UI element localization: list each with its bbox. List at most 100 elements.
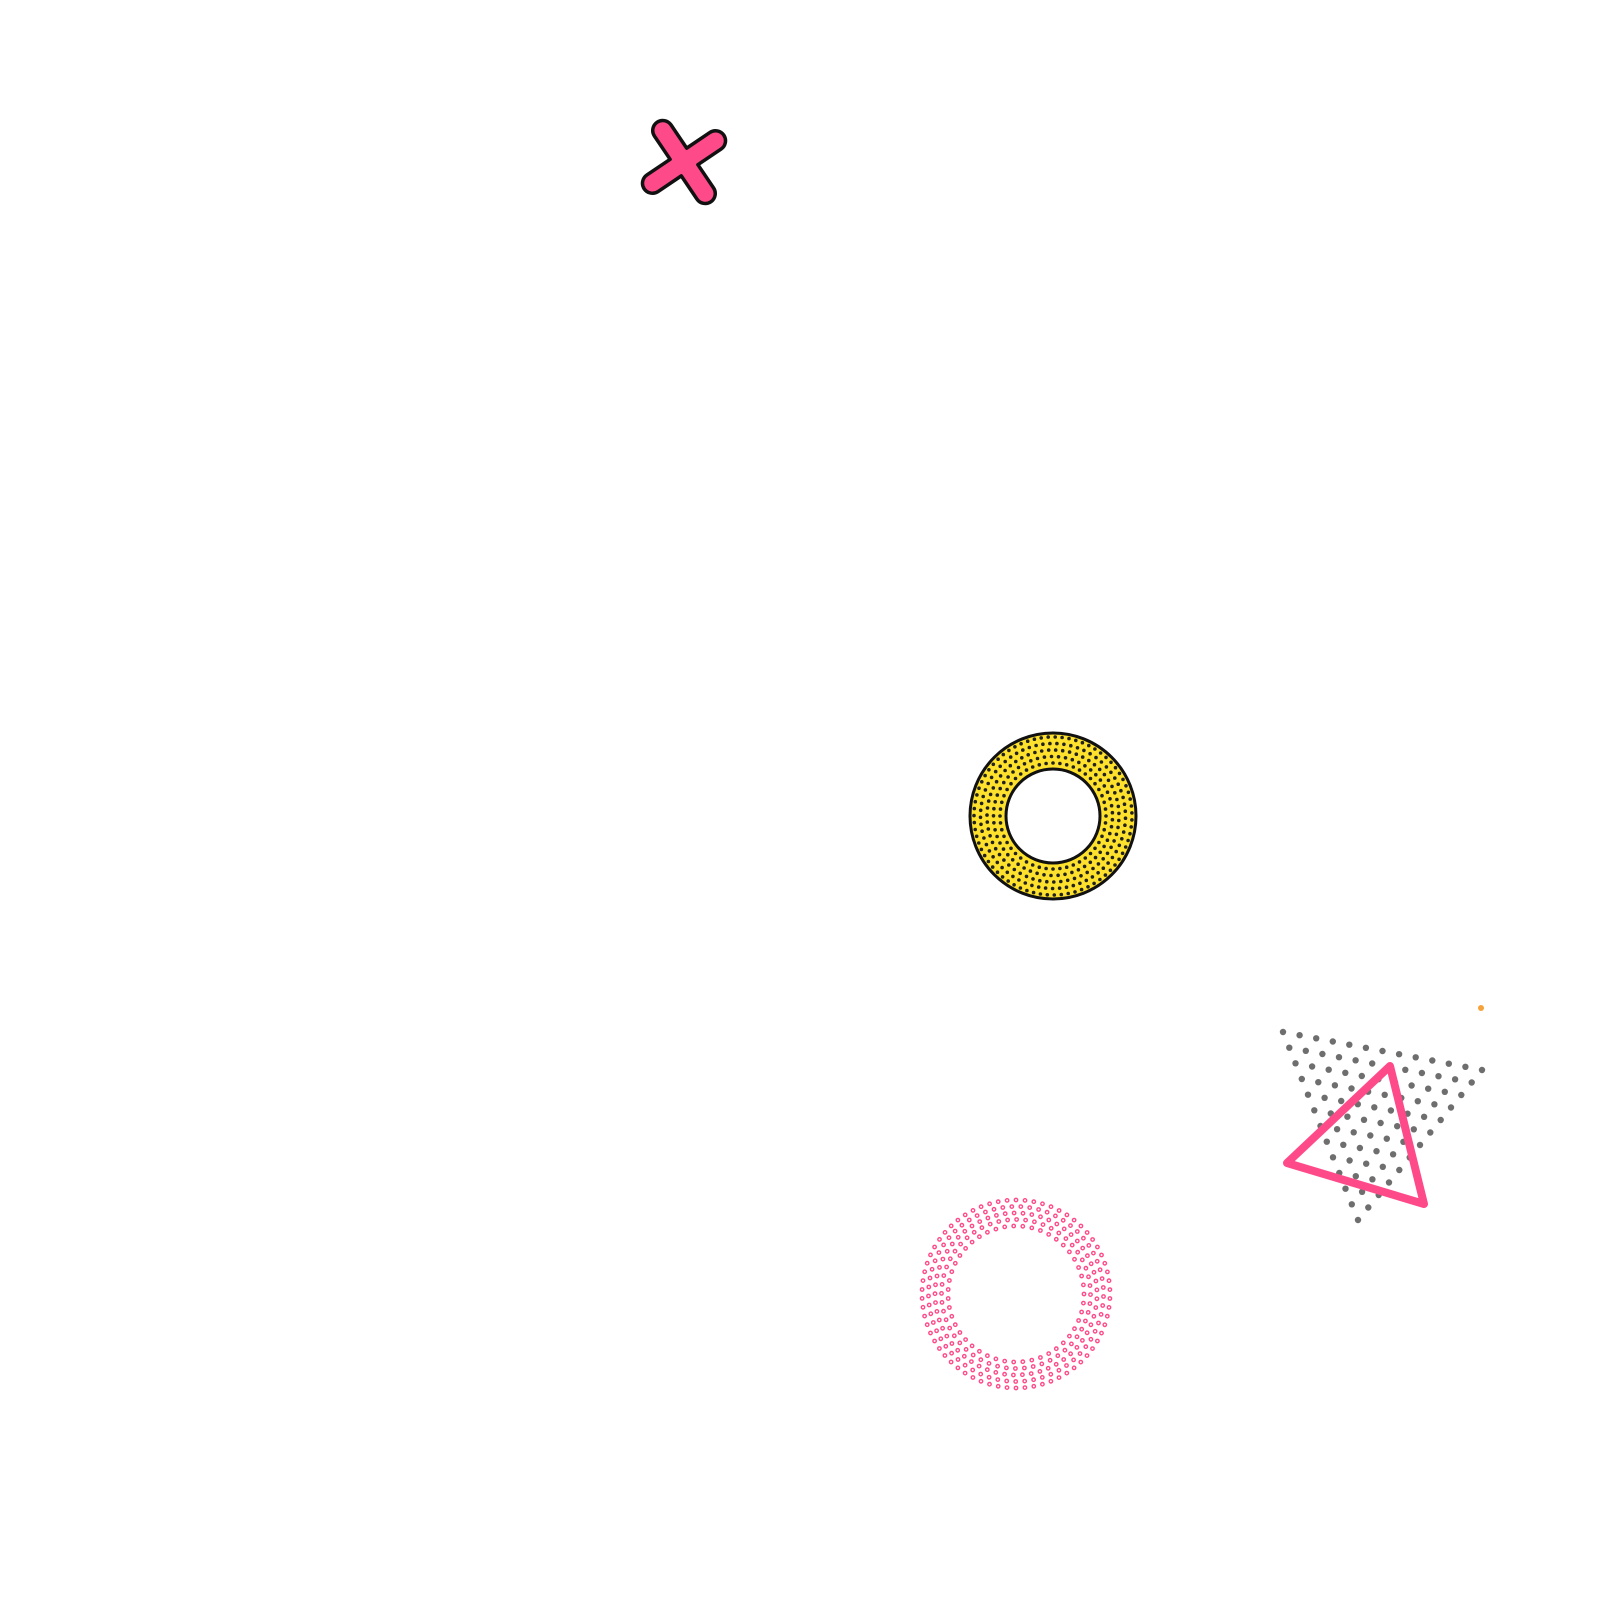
dot	[979, 847, 984, 852]
dot	[1083, 764, 1087, 768]
dot	[1083, 1318, 1088, 1324]
dot	[1064, 763, 1069, 767]
dot	[924, 1322, 930, 1328]
dot	[1084, 878, 1089, 883]
dot	[1106, 861, 1110, 865]
dot	[1085, 1310, 1091, 1315]
dot	[969, 1359, 974, 1365]
dot	[932, 1258, 938, 1264]
dot	[1040, 1201, 1045, 1207]
dot	[1418, 1069, 1426, 1077]
dot	[1047, 1357, 1053, 1363]
dot	[1344, 1113, 1351, 1120]
dot	[1078, 1223, 1084, 1229]
dot	[947, 1325, 953, 1331]
dot	[955, 1234, 961, 1240]
dot	[1074, 738, 1078, 743]
dot	[1063, 1236, 1069, 1242]
dot	[1292, 1060, 1299, 1067]
dot	[1105, 790, 1110, 794]
dot	[1086, 1274, 1091, 1280]
dot	[1059, 879, 1063, 884]
dot	[1004, 1385, 1010, 1391]
dot	[1110, 817, 1115, 822]
dot	[1037, 763, 1042, 767]
dot	[1054, 1221, 1060, 1227]
dot	[1018, 856, 1023, 860]
dot	[1073, 890, 1077, 894]
dot	[933, 1300, 938, 1306]
dot	[1087, 1301, 1093, 1307]
dot	[1030, 765, 1035, 769]
dot	[1109, 845, 1113, 850]
dot	[1020, 1210, 1026, 1216]
dot	[1079, 1257, 1085, 1263]
dot	[1020, 1372, 1025, 1378]
dot	[1083, 1344, 1089, 1350]
dot	[1048, 741, 1052, 746]
dot	[1102, 772, 1107, 777]
dot	[978, 808, 983, 813]
dot	[1348, 1201, 1356, 1208]
dot	[1078, 881, 1082, 886]
dot	[1331, 1082, 1339, 1089]
dot	[1060, 735, 1064, 740]
dot	[951, 1333, 957, 1339]
dot	[924, 1260, 930, 1266]
dot	[1429, 1057, 1436, 1064]
dot	[1035, 871, 1039, 876]
dot	[1074, 1345, 1080, 1350]
dot	[1095, 1338, 1100, 1344]
dot	[1084, 1330, 1090, 1336]
dot	[1056, 873, 1060, 878]
dot	[1105, 1269, 1110, 1275]
dot	[1091, 1313, 1097, 1319]
dot	[1071, 863, 1076, 867]
dot	[1083, 1265, 1089, 1271]
dot	[991, 762, 996, 767]
dot	[1093, 1305, 1099, 1311]
dot	[1028, 1371, 1034, 1377]
dot	[1369, 1176, 1376, 1183]
dot	[1005, 870, 1010, 875]
ring-dots	[972, 735, 1134, 897]
dot	[983, 788, 988, 792]
dot	[1088, 1261, 1094, 1267]
dot	[961, 1353, 967, 1359]
dot	[1050, 886, 1055, 891]
dot	[1009, 781, 1013, 786]
dot	[1437, 1116, 1444, 1124]
dot	[1093, 781, 1097, 786]
dot	[1100, 834, 1104, 839]
dot	[1114, 849, 1118, 854]
dot	[1346, 1041, 1353, 1048]
dot	[982, 836, 986, 840]
dot	[1096, 871, 1100, 875]
dot	[1056, 1367, 1062, 1373]
dot	[1011, 1359, 1017, 1365]
dot	[969, 1239, 975, 1245]
dot	[1367, 1132, 1374, 1139]
dot	[945, 1296, 951, 1301]
dot	[946, 1235, 952, 1241]
dot	[1088, 768, 1093, 772]
dot	[1030, 1364, 1036, 1369]
dot	[1088, 1336, 1094, 1342]
dot	[1080, 1338, 1085, 1343]
dot	[1037, 865, 1042, 869]
dot	[1022, 762, 1027, 766]
dot	[983, 1209, 988, 1215]
dot	[932, 1338, 937, 1344]
dot	[1079, 1326, 1085, 1332]
dot	[1414, 1098, 1422, 1105]
dot	[1441, 1088, 1449, 1096]
dot	[1046, 735, 1050, 739]
dot	[977, 1219, 983, 1225]
dot	[1044, 866, 1048, 871]
dot	[947, 1305, 952, 1310]
dot	[1067, 1333, 1072, 1339]
dot	[1022, 866, 1026, 870]
dot	[1027, 745, 1032, 750]
orange-dot	[1478, 1005, 1484, 1011]
dot	[962, 1228, 968, 1234]
